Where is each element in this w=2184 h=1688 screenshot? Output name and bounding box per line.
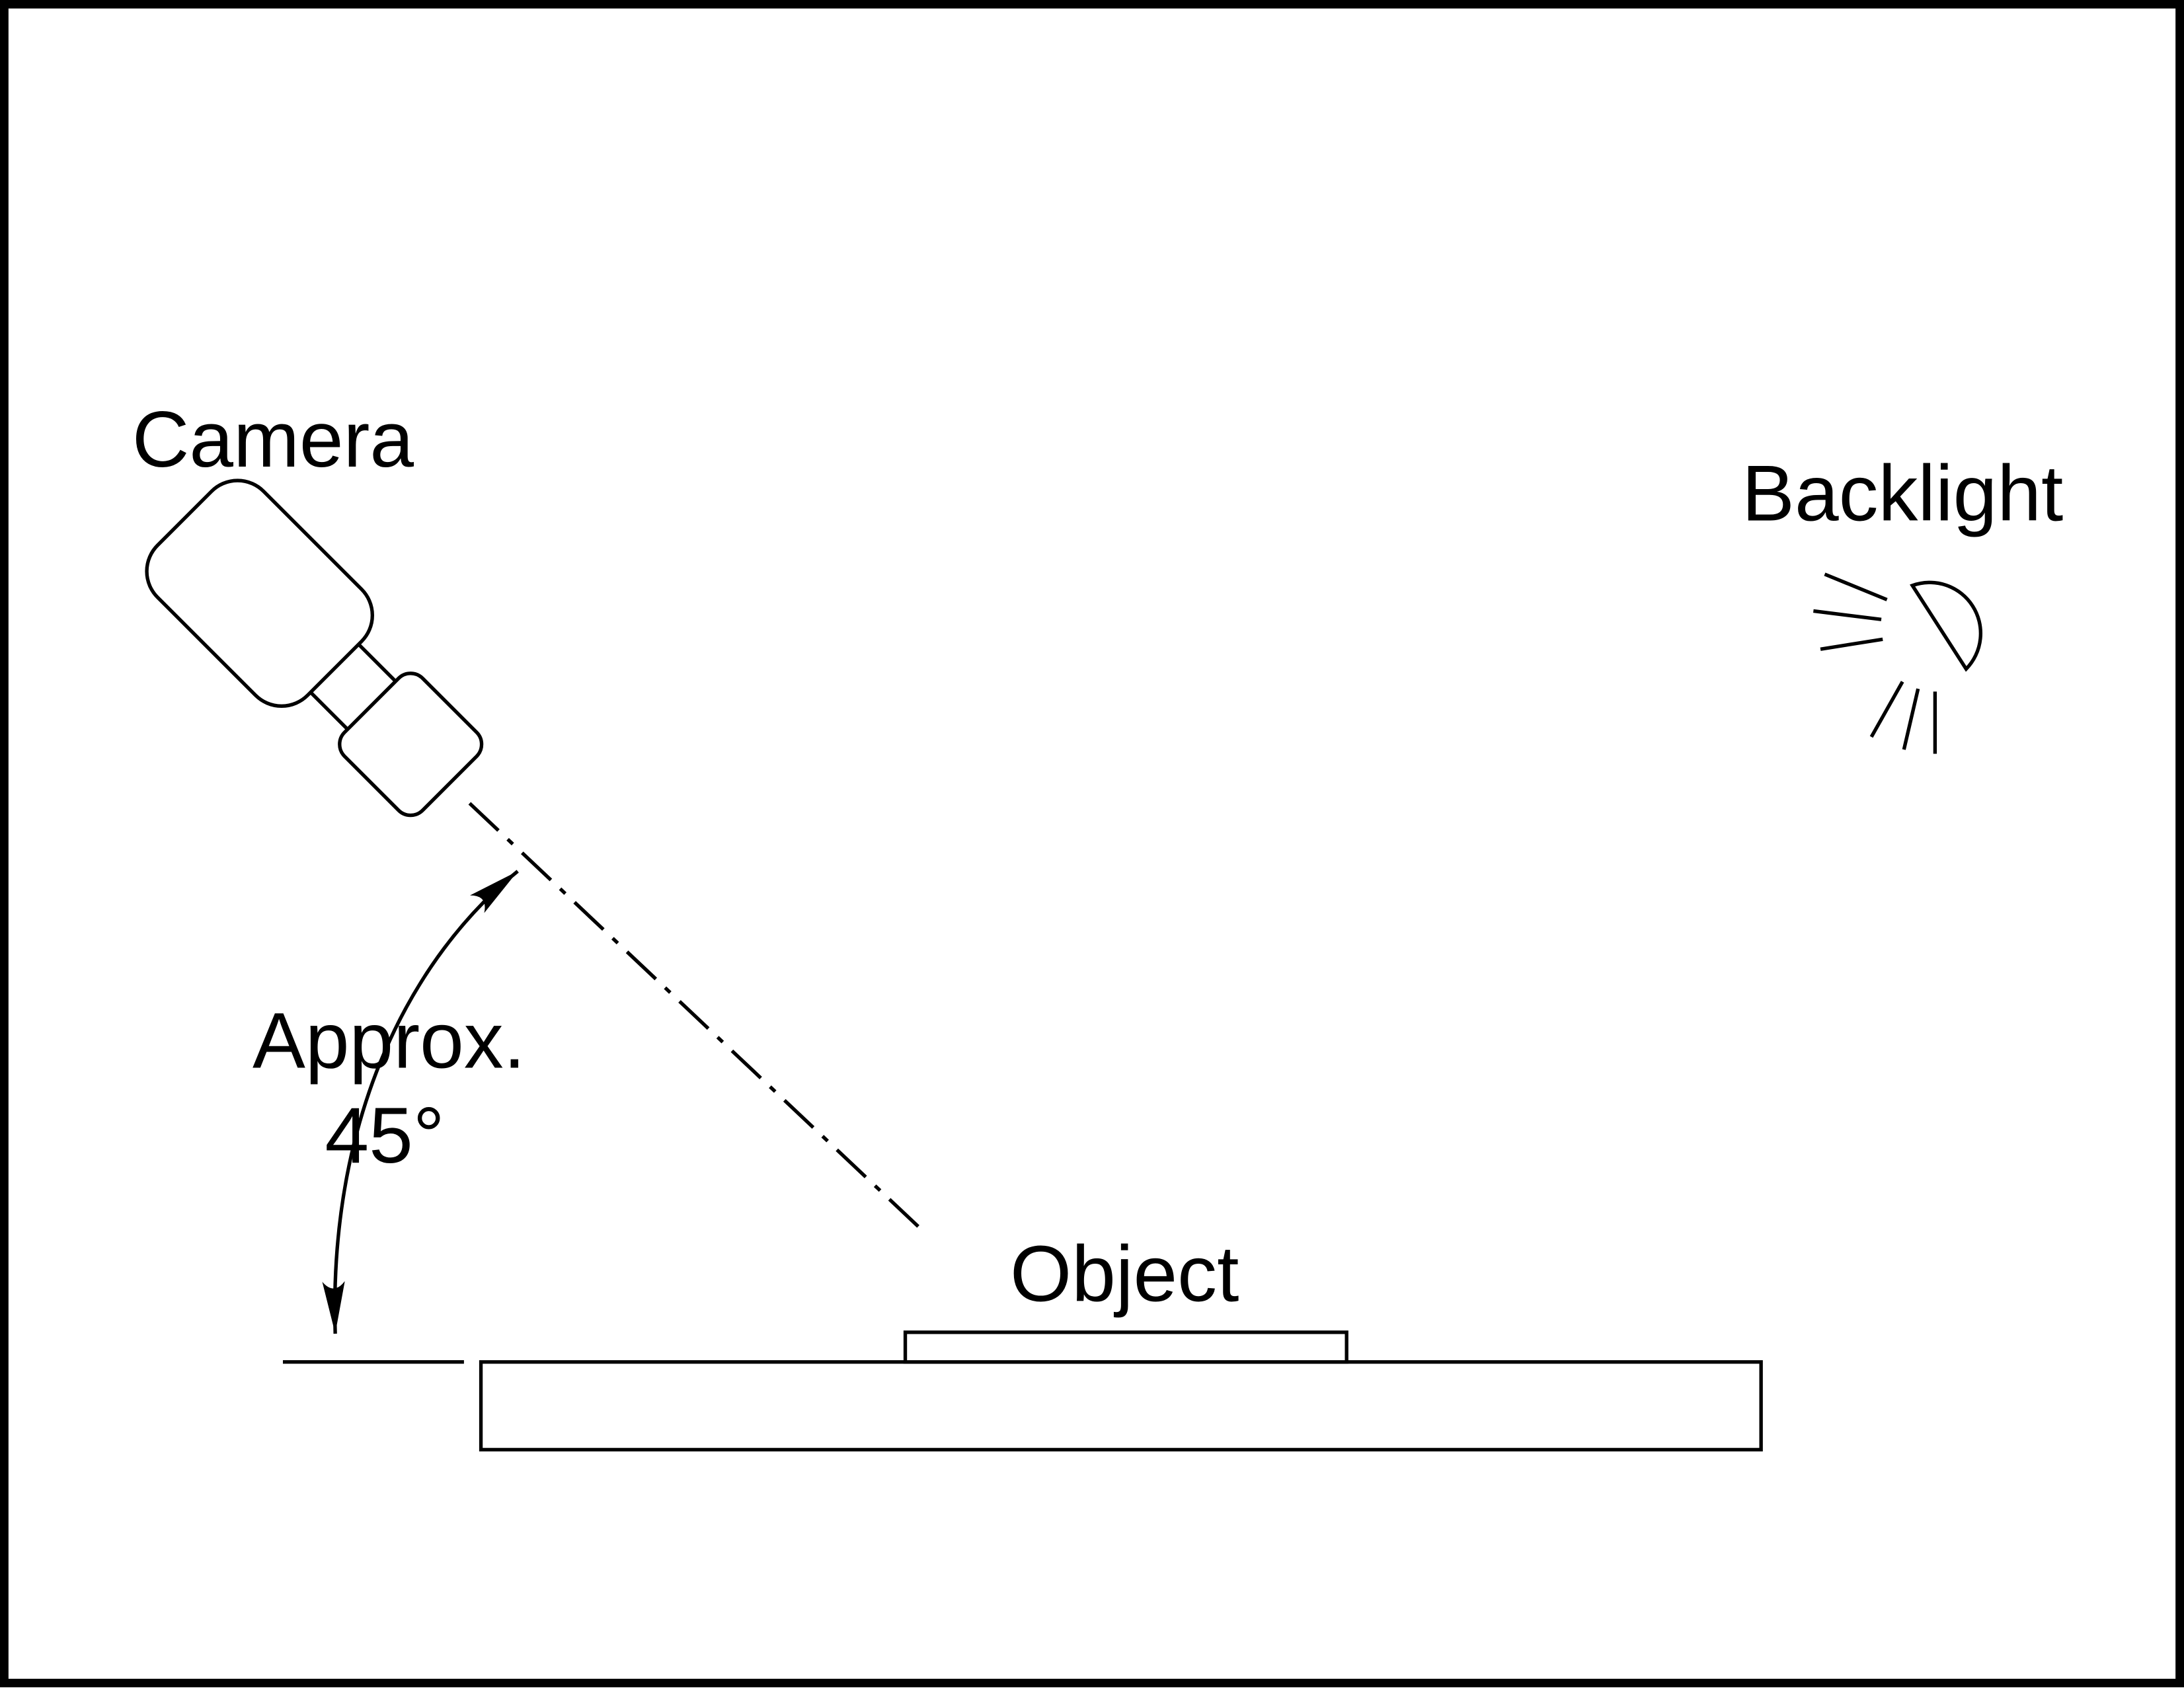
backlight-icon (1813, 572, 1982, 754)
camera-label: Camera (132, 396, 414, 484)
camera-icon (145, 479, 484, 818)
backlight-rays (1813, 572, 1937, 754)
camera-lens (338, 671, 484, 818)
angle-arc-arrow (322, 870, 519, 1334)
angle-label-line1: Approx. (253, 997, 526, 1085)
backlight-dome (1910, 580, 1982, 672)
object-rect (903, 1330, 1348, 1364)
backlight-label: Backlight (1742, 449, 2063, 537)
object-label: Object (1010, 1231, 1239, 1319)
angle-label-line2: 45° (325, 1092, 444, 1180)
table-surface (479, 1360, 1763, 1452)
view-axis-line (468, 802, 921, 1229)
camera-body (145, 479, 375, 709)
